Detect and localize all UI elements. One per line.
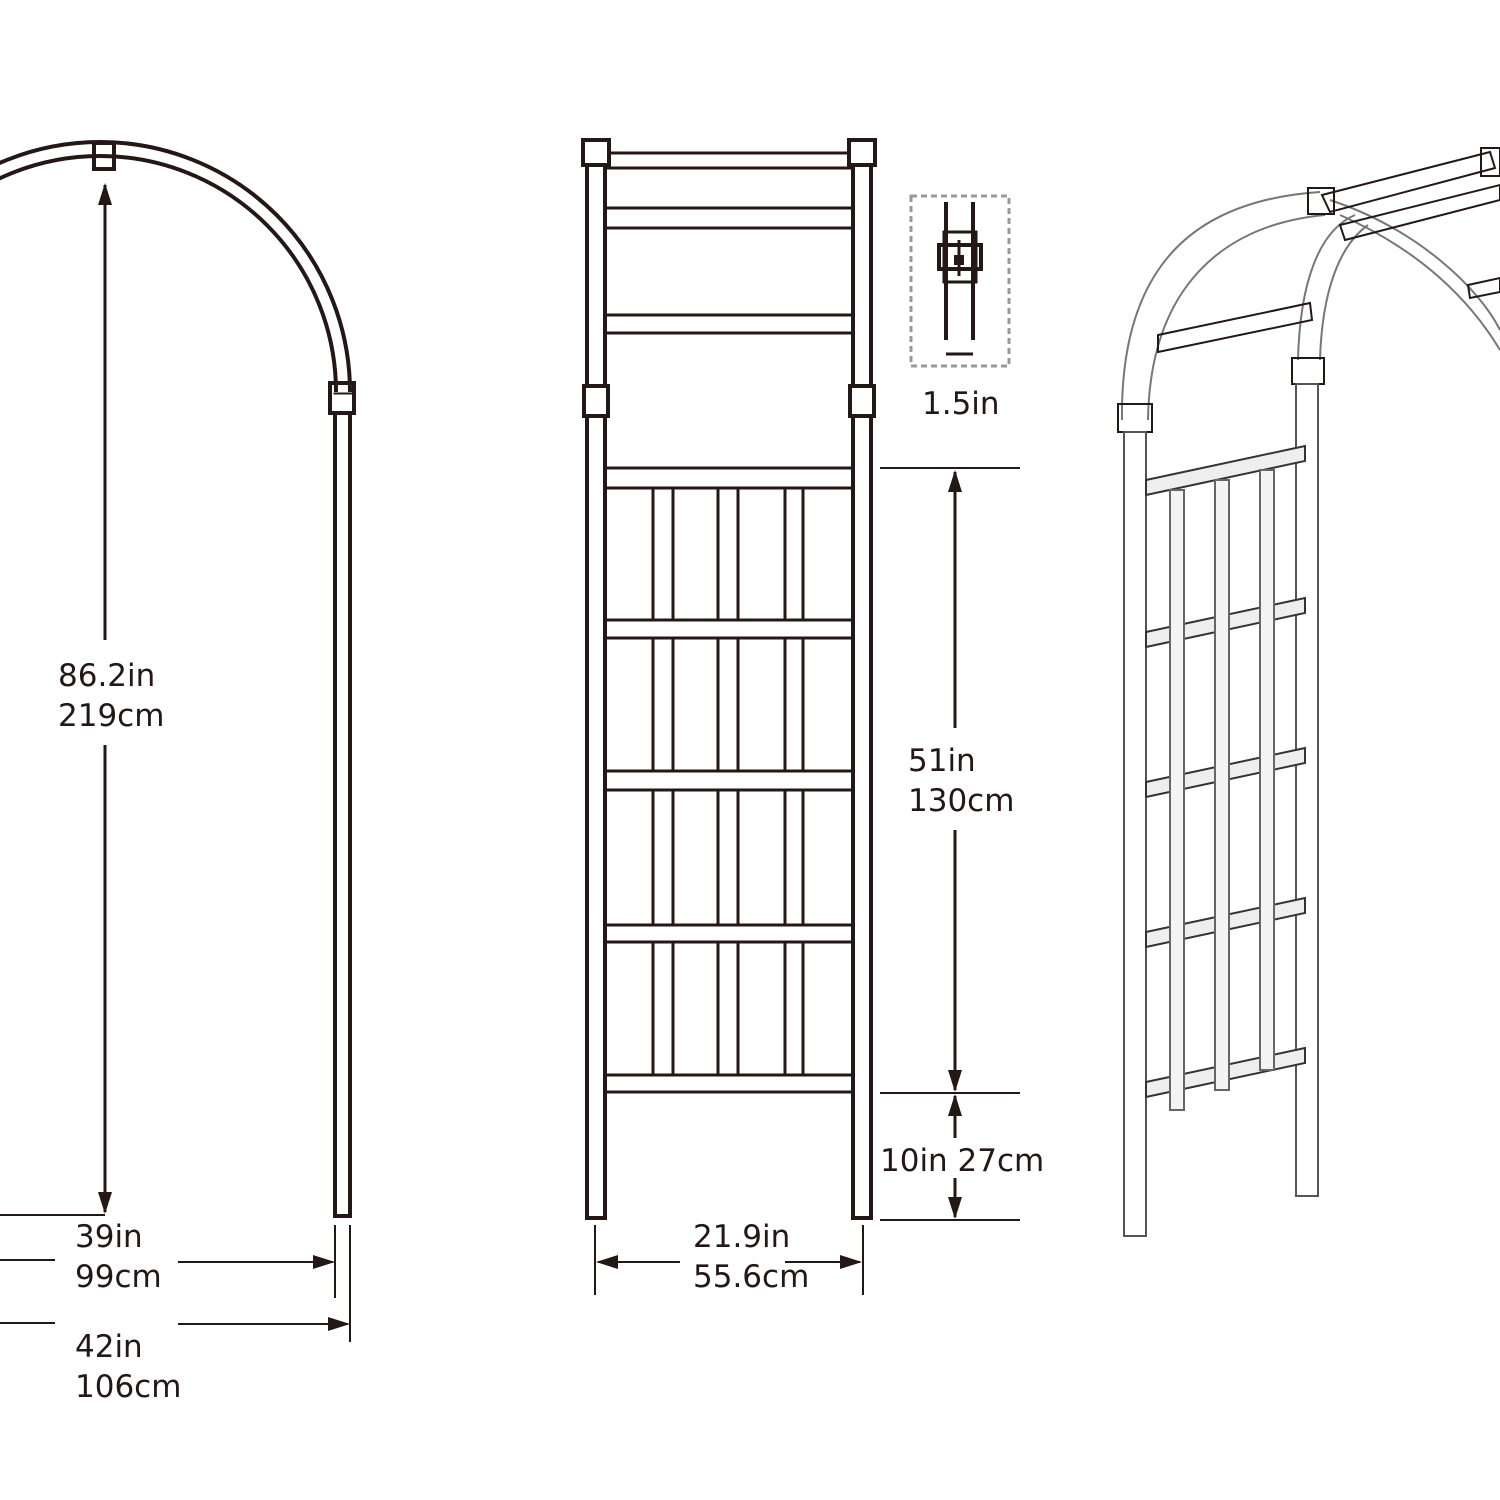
trellis-picket — [716, 940, 740, 1077]
iso-picket — [1214, 479, 1230, 1091]
trellis-picket — [716, 486, 740, 622]
iso-rail — [1145, 444, 1306, 497]
trellis-picket — [716, 788, 740, 927]
tube-detail-inset: 1.5in — [909, 194, 1011, 422]
trellis-picket — [651, 788, 675, 927]
post-connector — [848, 384, 876, 418]
base-height-label: 10in 27cm — [880, 1143, 1044, 1179]
trellis-height-cm-label: 130cm — [908, 783, 1014, 819]
iso-picket — [1169, 489, 1185, 1111]
trellis-height-dimension: 51in 130cm 10in 27cm — [880, 467, 1044, 1221]
inner-width-cm-label: 99cm — [75, 1259, 162, 1295]
height-cm-label: 219cm — [58, 698, 164, 734]
trellis-height-in-label: 51in — [908, 743, 976, 779]
trellis-picket — [783, 486, 805, 622]
trellis-rail — [603, 151, 855, 170]
trellis-rail — [603, 769, 855, 792]
trellis-rail — [603, 1073, 855, 1094]
trellis-rail — [603, 618, 855, 640]
trellis-rail — [603, 206, 855, 230]
side-view-trellis — [581, 138, 877, 1220]
post-connector — [582, 384, 610, 418]
width-dimensions: 39in 99cm 42in 106cm — [0, 1219, 351, 1405]
depth-cm-label: 55.6cm — [693, 1259, 809, 1295]
trellis-picket — [651, 636, 675, 773]
outer-width-cm-label: 106cm — [75, 1369, 181, 1405]
isometric-arch-view — [1117, 147, 1500, 1237]
trellis-picket — [651, 486, 675, 622]
trellis-picket — [651, 940, 675, 1077]
trellis-picket — [783, 788, 805, 927]
post-cap — [847, 138, 877, 167]
trellis-picket — [716, 636, 740, 773]
height-dimension: 86.2in 219cm — [0, 183, 164, 1216]
trellis-picket — [783, 940, 805, 1077]
tube-diameter-label: 1.5in — [922, 386, 1000, 422]
trellis-rail — [603, 466, 855, 490]
post-cap — [581, 138, 611, 167]
trellis-picket — [783, 636, 805, 773]
inner-width-in-label: 39in — [75, 1219, 143, 1255]
trellis-rail — [603, 313, 855, 335]
side-post — [585, 141, 607, 1220]
side-post — [851, 141, 873, 1220]
depth-dimension: 21.9in 55.6cm — [594, 1219, 864, 1295]
height-in-label: 86.2in — [58, 658, 155, 694]
iso-picket — [1259, 469, 1275, 1071]
depth-in-label: 21.9in — [693, 1219, 790, 1255]
trellis-rail — [603, 923, 855, 944]
front-view-arch — [0, 140, 356, 1218]
outer-width-in-label: 42in — [75, 1329, 143, 1365]
